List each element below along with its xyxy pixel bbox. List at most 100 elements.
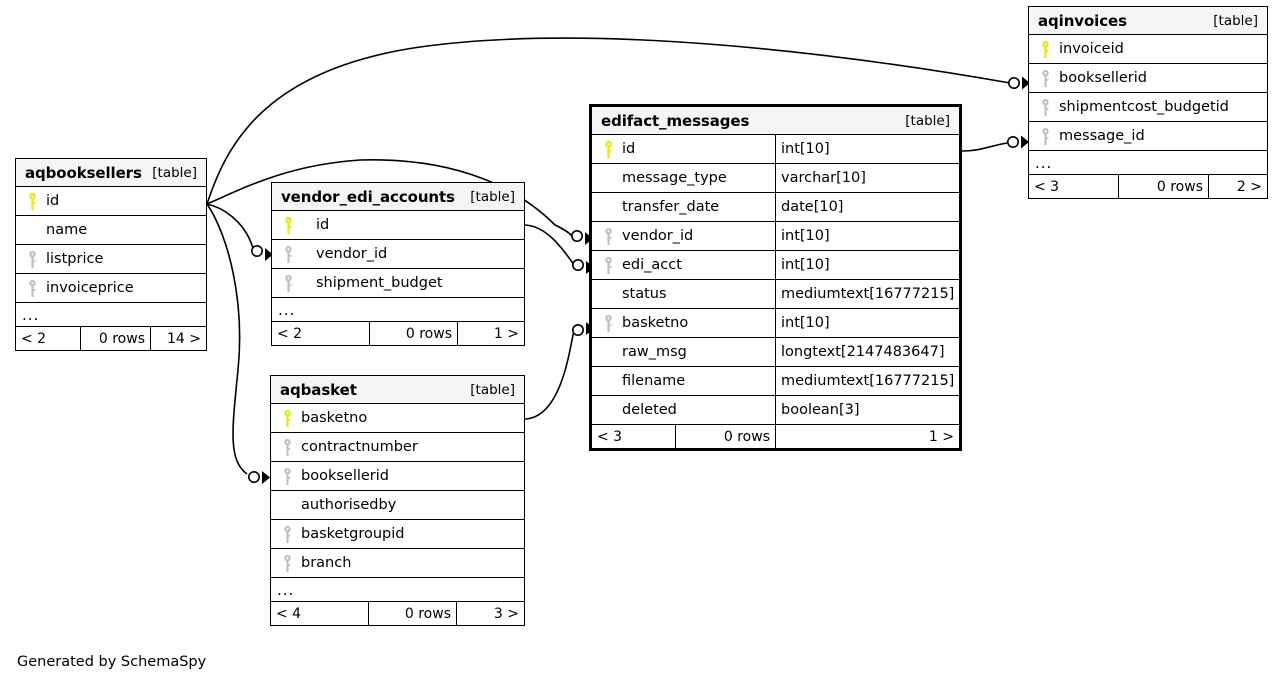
column-name: invoiceprice	[46, 280, 134, 296]
primary-key-icon	[277, 409, 297, 427]
primary-key-icon	[22, 192, 42, 210]
column-type: int[10]	[781, 228, 830, 244]
table-row[interactable]: basketno	[271, 404, 524, 433]
table-row[interactable]: invoiceid	[1029, 35, 1267, 64]
column-name: status	[622, 286, 667, 302]
edge-vendor-edi-to-edifact-ediacct	[524, 224, 576, 267]
primary-key-icon	[278, 216, 298, 234]
footer-row-count: 0 rows	[1119, 175, 1209, 198]
table-row[interactable]: basketgroupid	[271, 520, 524, 549]
table-header-aqinvoices: aqinvoices [table]	[1029, 7, 1267, 35]
foreign-key-icon	[277, 554, 297, 572]
table-row[interactable]: booksellerid	[1029, 64, 1267, 93]
table-row[interactable]: message_id	[1029, 122, 1267, 151]
column-type: varchar[10]	[781, 170, 866, 186]
footer-row-count: 0 rows	[81, 327, 151, 350]
table-row[interactable]: booksellerid	[271, 462, 524, 491]
table-row[interactable]: contractnumber	[271, 433, 524, 462]
column-type: int[10]	[781, 141, 830, 157]
edge-aqbasket-to-edifact-basketno	[524, 330, 575, 420]
column-name: vendor_id	[316, 246, 388, 262]
table-row[interactable]: invoiceprice	[16, 274, 206, 303]
table-row[interactable]: raw_msg longtext[2147483647]	[592, 338, 959, 367]
column-type: mediumtext[16777215]	[781, 373, 955, 389]
table-footer: < 4 0 rows 3 >	[271, 602, 524, 625]
table-vendor-edi-accounts[interactable]: vendor_edi_accounts [table] id vendor_id	[271, 182, 525, 346]
table-edifact-messages[interactable]: edifact_messages [table] id int[10] mess…	[589, 104, 962, 451]
column-type: int[10]	[781, 315, 830, 331]
table-title: aqinvoices	[1038, 11, 1127, 30]
footer-row-count: 0 rows	[369, 602, 457, 625]
primary-key-icon	[1035, 40, 1055, 58]
table-footer: < 3 0 rows 1 >	[592, 425, 959, 448]
table-row[interactable]: id	[272, 211, 524, 240]
table-row[interactable]: vendor_id int[10]	[592, 222, 959, 251]
table-row[interactable]: message_type varchar[10]	[592, 164, 959, 193]
column-name: vendor_id	[622, 228, 694, 244]
primary-key-icon	[598, 140, 618, 158]
table-row[interactable]: transfer_date date[10]	[592, 193, 959, 222]
table-header-aqbooksellers: aqbooksellers [table]	[16, 159, 206, 187]
table-row[interactable]: shipmentcost_budgetid	[1029, 93, 1267, 122]
table-aqbooksellers[interactable]: aqbooksellers [table] id name listpric	[15, 158, 207, 351]
table-row[interactable]: shipment_budget	[272, 269, 524, 298]
table-footer: < 2 0 rows 14 >	[16, 327, 206, 350]
column-name: shipmentcost_budgetid	[1059, 99, 1229, 115]
column-name: deleted	[622, 402, 677, 418]
footer-prev-link[interactable]: < 4	[271, 602, 369, 625]
table-row[interactable]: edi_acct int[10]	[592, 251, 959, 280]
footer-row-count: 0 rows	[370, 322, 458, 345]
table-row[interactable]: status mediumtext[16777215]	[592, 280, 959, 309]
column-name: message_type	[622, 170, 727, 186]
table-row[interactable]: authorisedby	[271, 491, 524, 520]
footer-next-link[interactable]: 1 >	[493, 325, 519, 342]
table-row[interactable]: name	[16, 216, 206, 245]
generator-credit: Generated by SchemaSpy	[17, 654, 207, 670]
table-kind-label: [table]	[905, 112, 950, 129]
column-name: filename	[622, 373, 686, 389]
footer-prev-link[interactable]: < 3	[592, 425, 676, 448]
table-row[interactable]: id int[10]	[592, 135, 959, 164]
table-aqinvoices[interactable]: aqinvoices [table] invoiceid bookselleri…	[1028, 6, 1268, 199]
column-name: id	[316, 217, 330, 233]
footer-next-link[interactable]: 3 >	[493, 605, 519, 622]
column-type: mediumtext[16777215]	[781, 286, 955, 302]
table-footer: < 2 0 rows 1 >	[272, 322, 524, 345]
footer-next-link[interactable]: 1 >	[928, 428, 954, 445]
column-name: booksellerid	[301, 468, 389, 484]
table-row[interactable]: filename mediumtext[16777215]	[592, 367, 959, 396]
column-type: int[10]	[781, 257, 830, 273]
foreign-key-icon	[1035, 127, 1055, 145]
foreign-key-icon	[598, 256, 618, 274]
more-columns-indicator: ...	[1029, 151, 1267, 175]
footer-row-count: 0 rows	[676, 425, 776, 448]
footer-prev-link[interactable]: < 2	[272, 322, 370, 345]
column-name: authorisedby	[301, 497, 397, 513]
column-type: longtext[2147483647]	[781, 344, 945, 360]
footer-next-link[interactable]: 2 >	[1236, 178, 1262, 195]
column-name: basketno	[301, 410, 368, 426]
table-row[interactable]: branch	[271, 549, 524, 578]
column-name: edi_acct	[622, 257, 682, 273]
edge-edifact-to-aqinvoices-messageid	[961, 142, 1008, 152]
column-name: contractnumber	[301, 439, 418, 455]
table-kind-label: [table]	[470, 381, 515, 398]
table-title: aqbooksellers	[25, 163, 142, 182]
foreign-key-icon	[598, 314, 618, 332]
table-row[interactable]: deleted boolean[3]	[592, 396, 959, 425]
table-row[interactable]: basketno int[10]	[592, 309, 959, 338]
table-row[interactable]: vendor_id	[272, 240, 524, 269]
foreign-key-icon	[598, 227, 618, 245]
footer-prev-link[interactable]: < 2	[16, 327, 81, 350]
table-row[interactable]: id	[16, 187, 206, 216]
footer-next-link[interactable]: 14 >	[167, 330, 201, 347]
more-columns-indicator: ...	[16, 303, 206, 327]
edge-booksellers-to-aqbasket	[206, 203, 248, 475]
more-columns-indicator: ...	[272, 298, 524, 322]
table-title: edifact_messages	[601, 111, 750, 130]
foreign-key-icon	[22, 279, 42, 297]
table-aqbasket[interactable]: aqbasket [table] basketno contractnumber	[270, 375, 525, 626]
table-row[interactable]: listprice	[16, 245, 206, 274]
footer-prev-link[interactable]: < 3	[1029, 175, 1119, 198]
foreign-key-icon	[277, 525, 297, 543]
